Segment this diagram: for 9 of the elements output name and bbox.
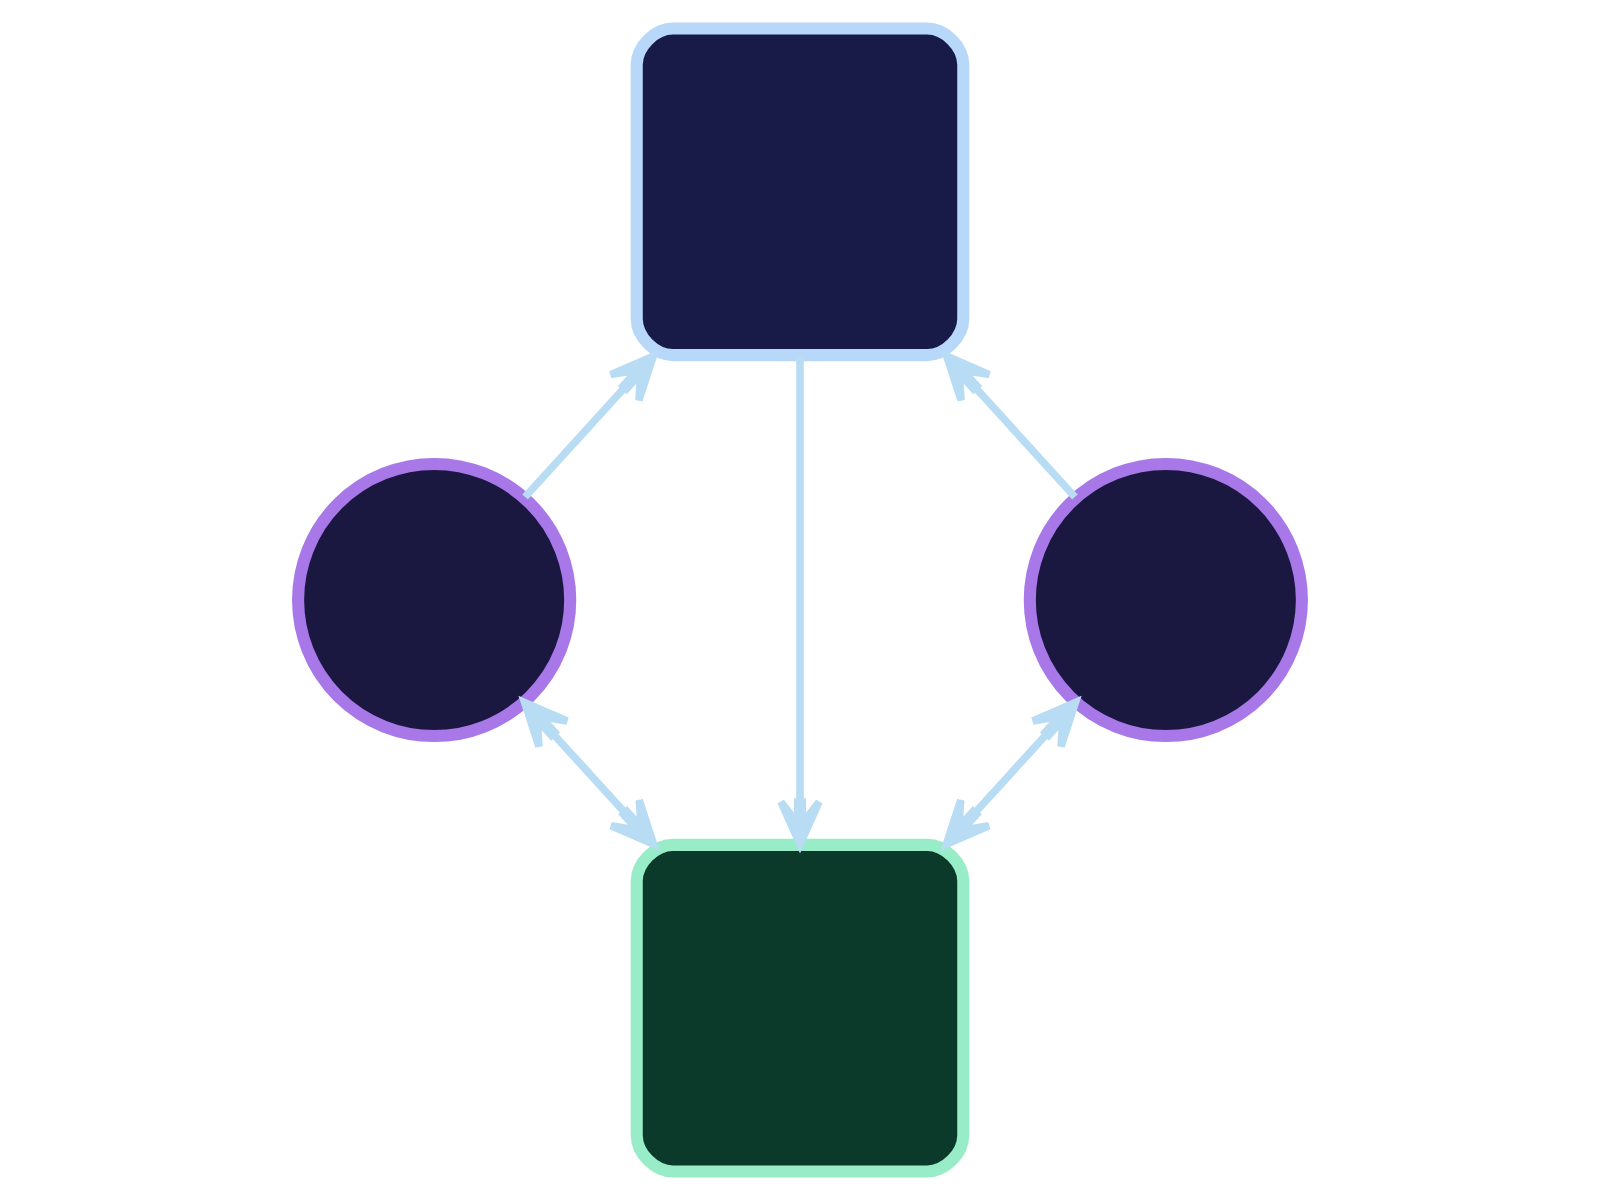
arrow (942, 698, 1080, 849)
arrow (522, 352, 658, 500)
node-box (630, 838, 970, 1178)
node-box (630, 22, 970, 362)
arrow (520, 698, 658, 849)
arrow (777, 355, 823, 849)
arrow (942, 352, 1078, 500)
node-circle (292, 457, 577, 743)
node-circle (1023, 457, 1308, 743)
